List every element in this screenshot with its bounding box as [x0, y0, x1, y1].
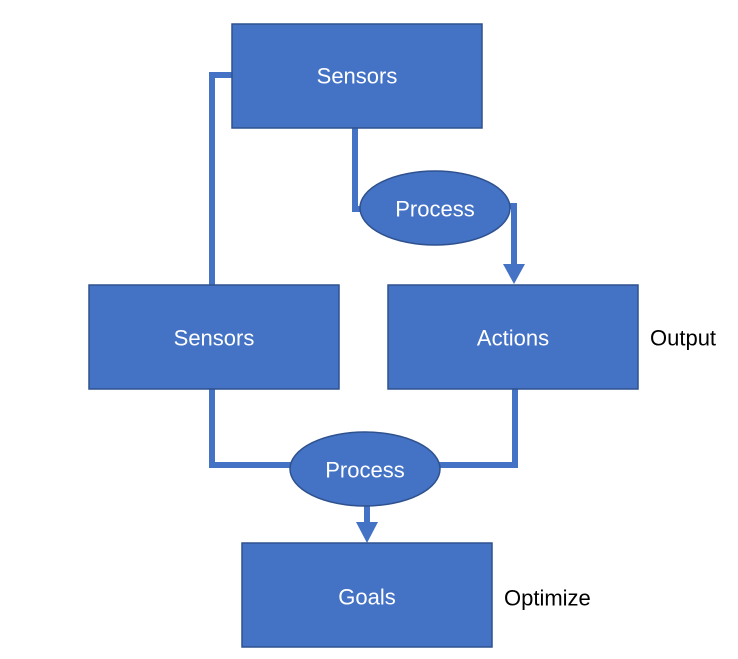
arrowhead-into-goals — [356, 522, 378, 543]
node-process-top: Process — [359, 170, 511, 246]
node-sensors-top: Sensors — [231, 23, 483, 129]
arrowhead-into-actions — [503, 264, 525, 284]
node-actions: Actions — [387, 284, 639, 390]
connectors — [209, 72, 525, 543]
node-process-top-label: Process — [395, 197, 474, 222]
node-goals-label: Goals — [338, 585, 395, 610]
annotation-output: Output — [650, 326, 716, 351]
node-process-bottom-label: Process — [325, 458, 404, 483]
node-sensors-left: Sensors — [88, 284, 340, 390]
edge-sensors-top-to-process-top — [352, 128, 362, 212]
node-sensors-top-label: Sensors — [317, 64, 398, 89]
edge-sensors-left-to-process-bottom — [209, 389, 292, 468]
node-process-bottom: Process — [289, 431, 441, 507]
node-actions-label: Actions — [477, 326, 549, 351]
annotation-optimize: Optimize — [504, 586, 591, 611]
edge-actions-to-process-bottom — [438, 389, 518, 468]
edge-sensors-top-to-sensors-left — [209, 72, 232, 285]
edge-process-top-to-actions — [510, 203, 517, 266]
node-goals: Goals — [241, 542, 493, 648]
node-sensors-left-label: Sensors — [174, 326, 255, 351]
